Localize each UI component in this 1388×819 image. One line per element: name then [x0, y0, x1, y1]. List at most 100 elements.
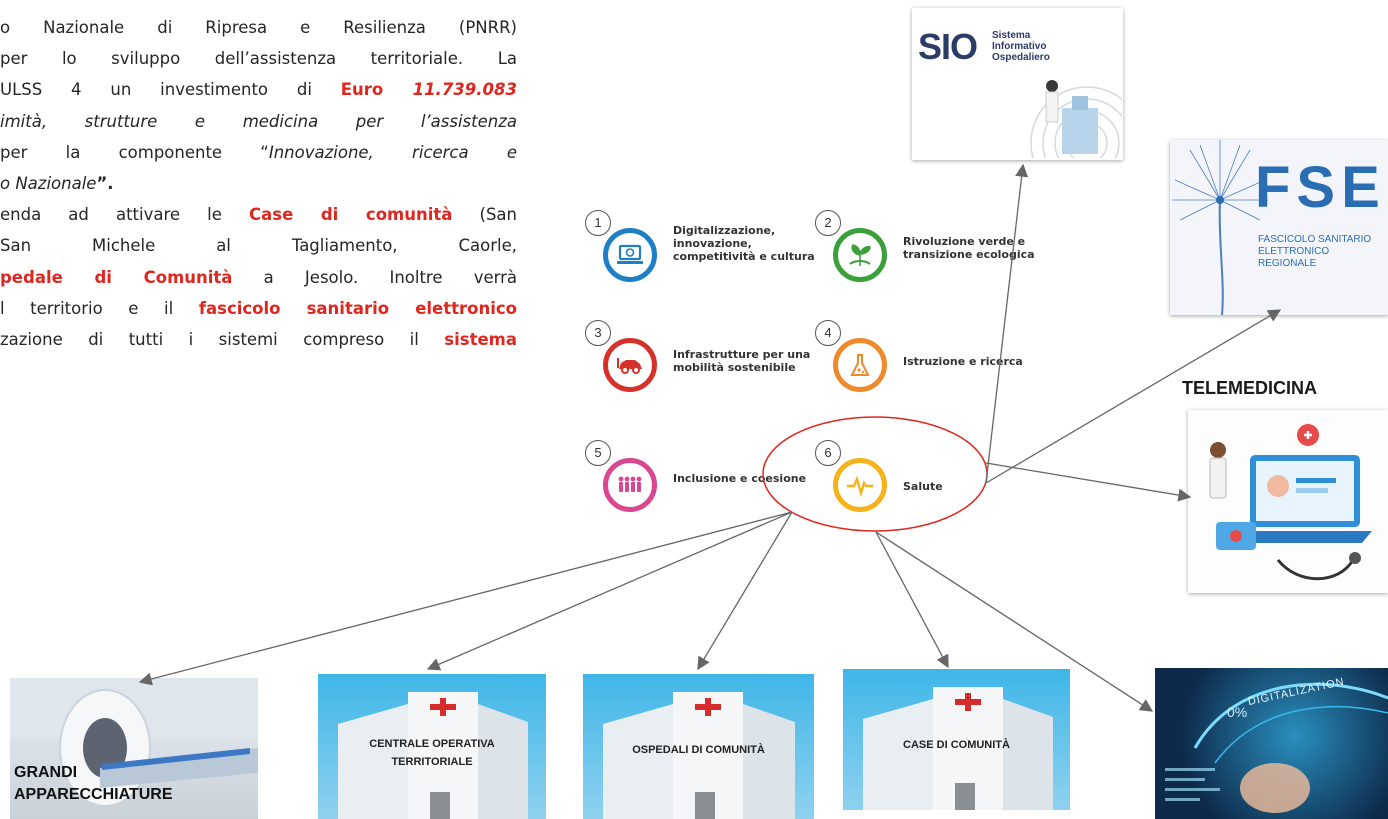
intro-text-span: (San: [452, 205, 518, 225]
digital-dial-graphic: [1165, 682, 1388, 813]
intro-highlight: fascicolo sanitario elettronico: [198, 298, 517, 318]
centrale-label: CENTRALE OPERATIVA TERRITORIALE: [318, 738, 546, 768]
mission-label: Infrastrutture per una mobilità sostenib…: [673, 348, 811, 374]
mission-4-circle: [833, 338, 887, 392]
case-label: CASE DI COMUNITÀ: [903, 739, 1010, 751]
pnrr-missions-panel: 1 Digitalizzazione, innovazione, competi…: [585, 195, 1055, 525]
intro-text: o Nazionale di Ripresa e Resilienza (PNR…: [0, 12, 517, 355]
pulse-icon: [847, 475, 873, 498]
mission-3: 3 Infrastrutture per una mobilità sosten…: [585, 320, 825, 400]
sio-logo: SIO: [918, 26, 978, 67]
sio-subtitle: Sistema Informativo Ospedaliero: [992, 30, 1050, 63]
intro-line: ULSS 4 un investimento di Euro 11.739.08…: [0, 74, 517, 105]
intro-highlight: Euro: [340, 80, 413, 100]
mission-number: 2: [815, 210, 841, 236]
arrow-to-grandi: [138, 511, 793, 686]
intro-text-span: zazione di tutti i sistemi compreso il: [0, 330, 445, 350]
intro-line: enda ad attivare le Case di comunità (Sa…: [0, 199, 517, 230]
sio-subtitle-line: Sistema: [992, 30, 1031, 41]
intro-italic: o Nazionale: [0, 174, 97, 194]
case-comunita-card: CASE DI COMUNITÀ: [843, 669, 1070, 810]
intro-text-span: per lo sviluppo dell’assistenza territor…: [0, 49, 517, 69]
intro-text-span: enda ad attivare le: [0, 205, 249, 225]
intro-text-span: a Jesolo. Inoltre verrà: [232, 267, 517, 287]
arrow-to-digital: [875, 531, 1154, 712]
investment-amount: 11.739.083: [412, 80, 517, 100]
intro-line: zazione di tutti i sistemi compreso il s…: [0, 324, 517, 355]
arrow-to-fse: [985, 309, 1282, 484]
digitalization-percent: 0%: [1227, 704, 1248, 720]
intro-highlight: Case di comunità: [249, 205, 453, 225]
mission-4: 4 Istruzione e ricerca: [815, 320, 1055, 400]
arrow-to-ospedali: [697, 511, 793, 671]
mission-label: Istruzione e ricerca: [903, 355, 1023, 368]
fse-subtitle-line: FASCICOLO SANITARIO: [1258, 234, 1372, 245]
ospedali-label: OSPEDALI DI COMUNITÀ: [632, 744, 765, 756]
arrow-to-centrale: [426, 511, 793, 671]
grandi-apparecchiature-card: GRANDI APPARECCHIATURE: [10, 678, 258, 819]
intro-text-span: l territorio e il: [0, 298, 199, 318]
fse-logo: FSE: [1255, 155, 1386, 220]
intro-italic: Innovazione, ricerca e: [268, 142, 517, 162]
car-icon: [617, 358, 642, 374]
intro-highlight: pedale di Comunità: [0, 267, 233, 287]
fse-subtitle-line: ELETTRONICO REGIONALE: [1258, 246, 1330, 269]
mission-number: 4: [815, 320, 841, 346]
intro-line: imità, strutture e medicina per l’assist…: [0, 106, 517, 137]
salute-highlight-ellipse: [762, 416, 988, 532]
digitalization-card: DIGITALIZATION 0%: [1155, 668, 1388, 819]
sio-subtitle-line: Ospedaliero: [992, 52, 1050, 63]
mission-label: Rivoluzione verde e transizione ecologic…: [903, 235, 1035, 261]
ct-scanner-illustration: [10, 678, 258, 807]
intro-line: o Nazionale”.: [0, 168, 517, 199]
mission-2-circle: [833, 228, 887, 282]
mission-2: 2 Rivoluzione verde e transizione ecolog…: [815, 210, 1055, 290]
mission-number: 3: [585, 320, 611, 346]
mission-6: 6 Salute: [815, 440, 1055, 520]
intro-text-span: imità, strutture e medicina per l’assist…: [0, 111, 517, 131]
centrale-label-line: TERRITORIALE: [391, 756, 473, 768]
intro-highlight: sistema: [444, 330, 517, 350]
intro-text-span: o Nazionale di Ripresa e Resilienza (PNR…: [0, 18, 517, 37]
telemedicina-title: TELEMEDICINA: [1182, 378, 1317, 398]
grandi-label: GRANDI APPARECCHIATURE: [10, 762, 173, 806]
intro-line: pedale di Comunità a Jesolo. Inoltre ver…: [0, 262, 517, 293]
mission-6-circle: [833, 458, 887, 512]
dandelion-icon: [1172, 140, 1268, 315]
sio-subtitle-line: Informativo: [992, 41, 1047, 52]
mission-1-circle: [603, 228, 657, 282]
mission-number: 5: [585, 440, 611, 466]
mission-number: 1: [585, 210, 611, 236]
arrow-to-sio: [985, 163, 1029, 484]
intro-line: l territorio e il fascicolo sanitario el…: [0, 293, 517, 324]
mission-number: 6: [815, 440, 841, 466]
intro-line: per lo sviluppo dell’assistenza territor…: [0, 43, 517, 74]
mission-5-circle: [603, 458, 657, 512]
sio-rings-graphic: [1030, 80, 1122, 158]
mission-label: Digitalizzazione, innovazione, competiti…: [673, 224, 815, 263]
fse-card: FSE FASCICOLO SANITARIO ELETTRONICO REGI…: [1170, 140, 1388, 315]
telemedicine-illustration: [1209, 424, 1372, 581]
sio-card: SIO Sistema Informativo Ospedaliero: [912, 8, 1123, 160]
intro-text-span: ULSS 4 un investimento di: [0, 80, 341, 100]
people-icon: [618, 476, 642, 492]
intro-line: per la componente “Innovazione, ricerca …: [0, 137, 517, 168]
mission-1: 1 Digitalizzazione, innovazione, competi…: [585, 210, 825, 290]
laptop-icon: [617, 244, 643, 264]
mission-label: Inclusione e coesione: [673, 472, 807, 485]
intro-bold: ”.: [96, 174, 114, 194]
telemedicina-card: [1188, 410, 1388, 593]
intro-line: o Nazionale di Ripresa e Resilienza (PNR…: [0, 12, 517, 43]
fse-subtitle: FASCICOLO SANITARIO ELETTRONICO REGIONAL…: [1258, 234, 1388, 270]
mission-5: 5 Inclusione e coesione: [585, 440, 825, 520]
hospital-building-icon: [863, 687, 1053, 810]
arrow-to-telemedicina: [985, 462, 1192, 502]
plant-icon: [849, 244, 871, 266]
ospedali-comunita-card: OSPEDALI DI COMUNITÀ: [583, 674, 814, 819]
grandi-label-line: APPARECCHIATURE: [14, 786, 173, 803]
centrale-operativa-card: CENTRALE OPERATIVA TERRITORIALE: [318, 674, 546, 819]
hospital-building-icon: [338, 692, 528, 819]
intro-text-span: per la componente “: [0, 142, 269, 162]
grandi-label-line: GRANDI: [14, 764, 78, 781]
